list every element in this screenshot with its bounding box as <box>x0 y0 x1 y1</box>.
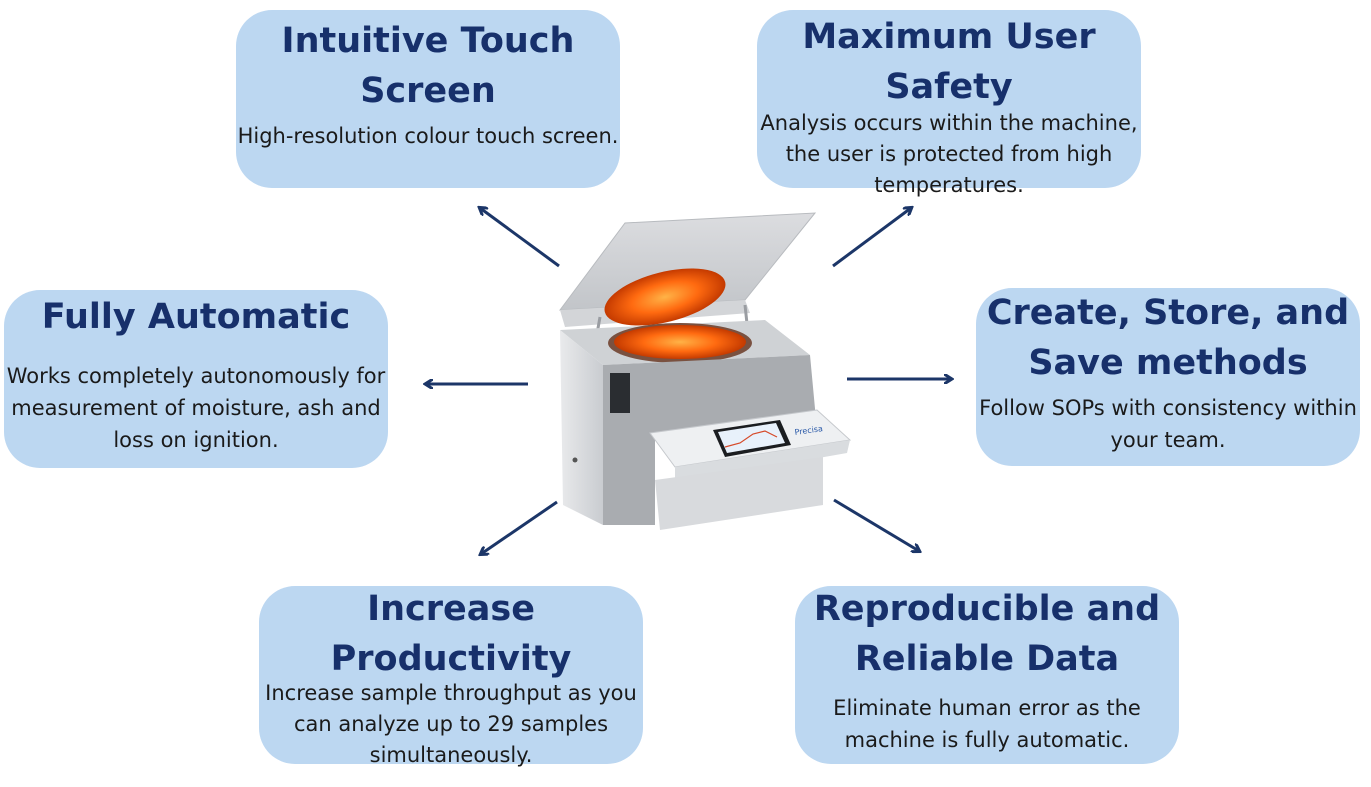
feature-title: Increase Productivity <box>330 589 572 679</box>
feature-title: Fully Automatic <box>41 297 351 337</box>
feature-card-fully-automatic: Fully Automatic Works completely autonom… <box>4 290 388 468</box>
feature-description: Eliminate human error as the machine is … <box>833 696 1141 752</box>
feature-description: Increase sample throughput as you can an… <box>265 681 637 767</box>
feature-card-methods: Create, Store, and Save methods Follow S… <box>976 288 1360 466</box>
feature-card-user-safety: Maximum User Safety Analysis occurs with… <box>757 10 1141 197</box>
arrow-to-prod <box>481 500 558 554</box>
feature-description: Analysis occurs within the machine, the … <box>760 111 1138 197</box>
arrow-to-touch <box>480 208 560 268</box>
feature-card-touch-screen: Intuitive Touch Screen High-resolution c… <box>236 10 620 188</box>
feature-description: Follow SOPs with consistency within your… <box>979 396 1357 452</box>
feature-title: Reproducible and Reliable Data <box>813 589 1161 679</box>
feature-title: Create, Store, and Save methods <box>986 293 1350 383</box>
svg-text:Precisa: Precisa <box>794 424 823 437</box>
feature-card-productivity: Increase Productivity Increase sample th… <box>259 586 643 767</box>
feature-description: High-resolution colour touch screen. <box>237 124 619 148</box>
feature-description: Works completely autonomously for measur… <box>6 364 386 452</box>
feature-card-reliable-data: Reproducible and Reliable Data Eliminate… <box>795 586 1179 764</box>
feature-title: Maximum User Safety <box>802 17 1096 107</box>
analyzer-machine-image: Precisa <box>558 212 852 530</box>
feature-title: Intuitive Touch Screen <box>281 21 575 111</box>
